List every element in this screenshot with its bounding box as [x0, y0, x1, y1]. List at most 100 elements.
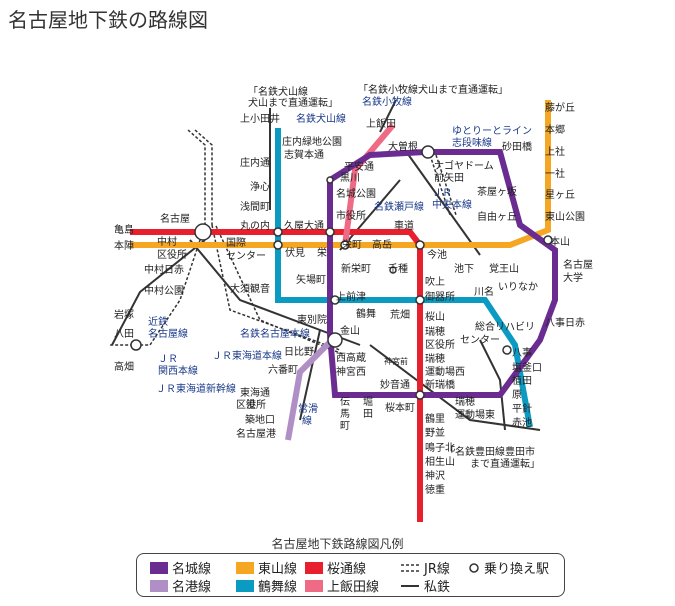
station-label: いりなか [498, 281, 538, 293]
station-label: 高畑 [114, 360, 134, 373]
line-note: 名鉄瀬戸線 [374, 200, 424, 213]
meiko-line [285, 339, 333, 441]
station-label: 浅間町 [240, 200, 270, 213]
station-label: 名古屋 [160, 212, 190, 225]
station-label: 八事日赤 [545, 316, 585, 329]
station-label: 星ヶ丘 [545, 189, 575, 201]
station-label: 池下 [454, 262, 474, 275]
station-label: 区役所 [157, 248, 187, 261]
legend-title: 名古屋地下鉄路線図凡例 [271, 537, 404, 551]
station-label: 浄心 [250, 180, 270, 193]
legend-item-kamiiida: 上飯田線 [305, 576, 379, 595]
line-note: ＪＲ [432, 188, 452, 199]
legend-item-sakuradori: 桜通線 [305, 558, 366, 577]
station-label: 東別院 [297, 313, 327, 326]
station-label: 中村公園 [144, 284, 184, 297]
station-label: 砂田橋 [502, 140, 532, 153]
station-label: 新瑞橋 [425, 378, 455, 391]
station-label: 自由ヶ丘 [477, 210, 517, 223]
legend [136, 553, 565, 597]
transfer-stations [130, 145, 553, 400]
station-label: 国際 [226, 237, 246, 249]
station-label: 吹上 [425, 275, 445, 288]
station-label: 築地口 [245, 413, 275, 426]
station-label: 本陣 [114, 239, 134, 252]
kamiiida-line [342, 123, 396, 246]
station-label: 運動場西 [425, 365, 465, 378]
station-label: 上飯田 [366, 117, 396, 130]
station-label: 千種 [388, 262, 408, 275]
meiko-swatch [150, 579, 168, 592]
sakuradori-swatch [305, 561, 323, 574]
line-note: 「名鉄豊田線豊田市 [445, 445, 535, 458]
station-label: 町 [340, 421, 350, 432]
station-label: 御器所 [425, 290, 455, 303]
line-note: 名古屋線 [148, 327, 188, 340]
line-note: ゆとりーとライン [452, 125, 532, 137]
station-label: 志賀本通 [284, 148, 324, 161]
line-note: 線 [302, 414, 312, 427]
station-label: 瑞穂 [425, 352, 445, 365]
station-label: 塩釜口 [512, 361, 542, 374]
line-note: 常滑 [298, 402, 318, 415]
station-label: 西高蔵 [336, 351, 366, 364]
station-label: 神宮西 [336, 365, 366, 378]
station-label: 本山 [550, 235, 570, 248]
station-label: 前矢田 [434, 171, 464, 184]
station-label: 丸の内 [240, 219, 270, 232]
transfer-circle-icon [469, 562, 479, 573]
station-label: 平安通 [344, 160, 374, 173]
station-label: 車道 [394, 219, 414, 232]
line-note: 「名鉄小牧線犬山まで直通運転」 [358, 83, 508, 96]
station-label: 川名 [474, 285, 494, 298]
kamiiida-swatch [305, 579, 323, 592]
station-label: 鶴舞 [356, 307, 376, 320]
line-note: まで直通運転」 [470, 457, 540, 470]
station-label: 大須観音 [230, 282, 270, 295]
station-label: 上小田井 [240, 112, 280, 125]
meijo-swatch [150, 561, 168, 574]
line-note: ＪＲ東海道新幹線 [156, 382, 236, 395]
station-label: 藤が丘 [545, 101, 575, 114]
station-label: センター [226, 250, 266, 262]
station-label: 東山公園 [545, 210, 585, 223]
subway-route-map: 上小田井 庄内通 浄心 浅間町 丸の内 久屋大通 名古屋 亀島 本陣 中村 区役… [110, 83, 593, 522]
station-label: 茶屋ヶ坂 [477, 185, 517, 198]
station-label: 大曽根 [388, 140, 418, 153]
station-label: 六番町 [268, 364, 298, 376]
station-label: 黒川 [340, 172, 360, 184]
station-label: 日比野 [284, 346, 314, 358]
station-label: 市役所 [336, 209, 366, 222]
station-label: 名城公園 [336, 187, 376, 200]
line-note: 関西本線 [158, 364, 198, 377]
line-note: 近鉄 [148, 315, 168, 328]
station-label: 新栄町 [341, 262, 371, 275]
station-label: 庄内通 [240, 156, 270, 169]
private-line-icon [401, 584, 419, 587]
station-label: 鳴子北 [425, 441, 455, 454]
station-label: 中村 [157, 235, 177, 248]
station-label: 久屋大通 [284, 219, 324, 232]
station-label: 桜山 [425, 310, 445, 323]
station-label: 港 [246, 399, 256, 411]
station-label: 上前津 [336, 290, 366, 303]
station-label: 植田 [512, 374, 532, 387]
station-label: 庄内緑地公園 [282, 135, 342, 148]
legend-item-meijo: 名城線 [150, 558, 211, 577]
station-label: 東海通 [240, 386, 270, 399]
station-label: 馬 [340, 408, 350, 420]
tsurumai-swatch [236, 579, 254, 592]
station-label: 大学 [563, 271, 583, 284]
station-label: 本郷 [545, 123, 565, 136]
station-label: 栄 [317, 247, 327, 259]
station-label: 八事 [512, 346, 532, 359]
line-note: 中央本線 [432, 198, 472, 211]
line-note: 名鉄小牧線 [362, 95, 412, 108]
station-label: 伝 [340, 396, 350, 408]
station-label: 高岳 [372, 238, 392, 251]
station-label: 鶴里 [425, 412, 445, 425]
station-label: 徳重 [425, 483, 445, 496]
station-label: 今池 [427, 248, 447, 261]
station-label: 名古屋港 [236, 427, 276, 440]
station-label: 矢場町 [296, 273, 326, 286]
